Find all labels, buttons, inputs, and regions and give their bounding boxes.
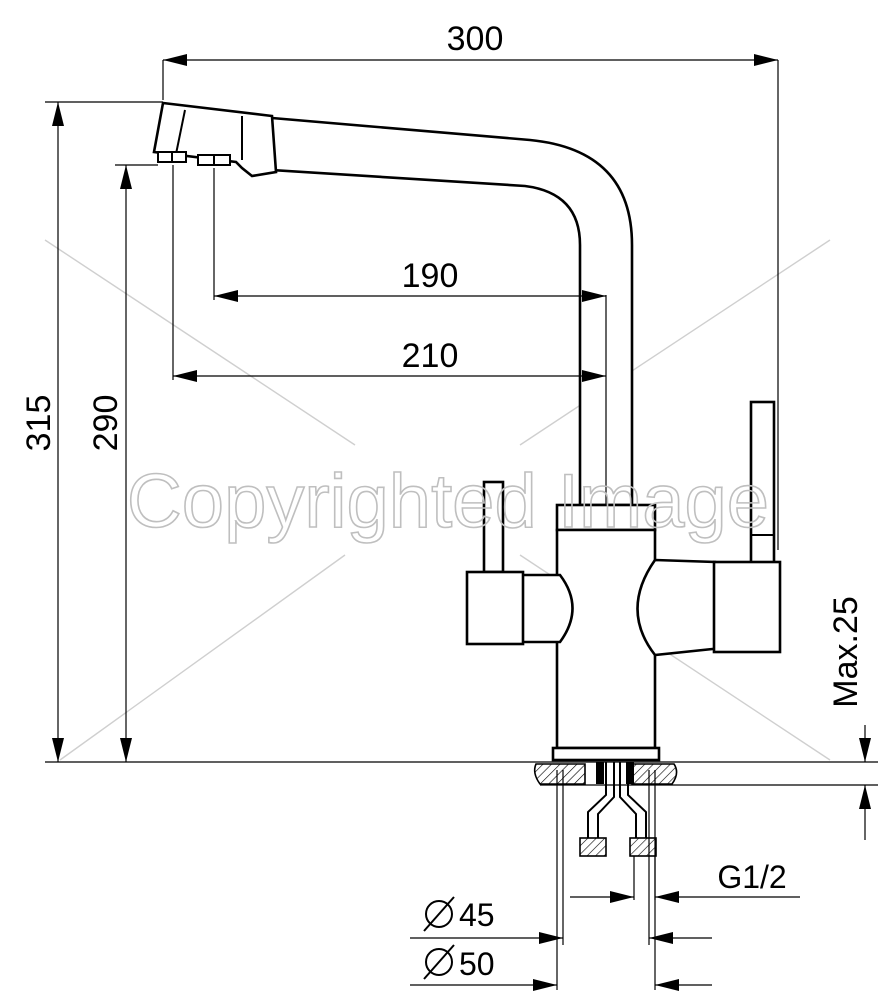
faucet-body — [152, 101, 782, 762]
right-lever-joint — [636, 558, 724, 657]
label-d45: 45 — [459, 897, 495, 933]
right-lever-base — [712, 560, 782, 654]
supply-hose-right — [619, 762, 647, 838]
label-300: 300 — [447, 20, 504, 58]
left-lever-joint — [520, 573, 574, 644]
label-210: 210 — [402, 337, 459, 375]
watermark-text: Copyrighted Image — [127, 459, 769, 544]
label-d50: 50 — [459, 946, 495, 982]
diameter-symbol-icon — [423, 944, 455, 980]
label-315: 315 — [20, 395, 58, 452]
extension-lines — [45, 60, 779, 990]
base-ring — [551, 746, 661, 762]
dimension-lines — [52, 54, 871, 991]
label-g12: G1/2 — [717, 859, 786, 895]
spout-tube — [270, 116, 634, 507]
label-190: 190 — [402, 257, 459, 295]
diameter-symbol-icon — [423, 896, 455, 932]
label-290: 290 — [87, 395, 125, 452]
supply-hose-left — [587, 762, 615, 838]
mounting-section — [45, 761, 878, 857]
label-max25: Max.25 — [827, 596, 865, 708]
dimension-labels: 300 190 210 315 290 Max.25 G1/2 45 50 — [20, 20, 865, 982]
left-lever-base — [465, 570, 525, 646]
main-body — [555, 528, 657, 750]
